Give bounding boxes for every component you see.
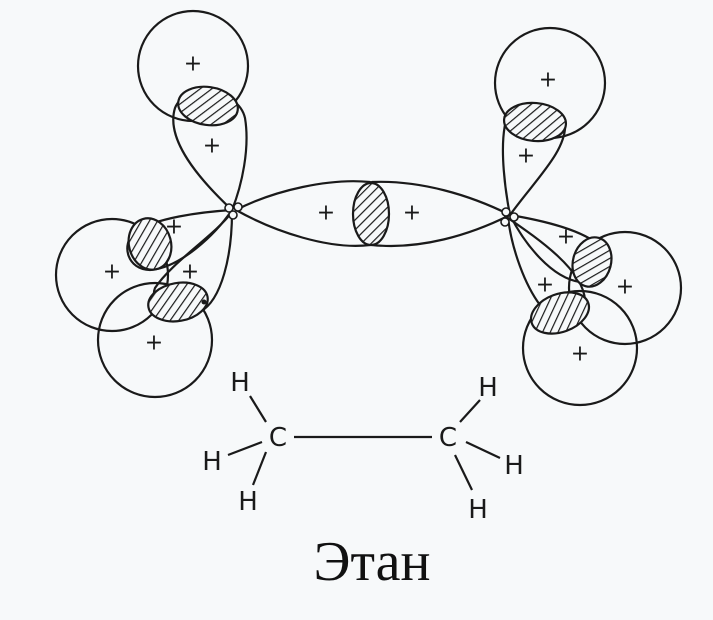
carbon-nucleus-right bbox=[500, 207, 519, 227]
bond-c-h bbox=[465, 441, 501, 459]
overlap-left-bottom bbox=[147, 281, 209, 323]
atom-hydrogen: H bbox=[230, 368, 250, 398]
overlap-left-middle bbox=[127, 217, 173, 271]
h-orbital-right-bottom bbox=[521, 289, 639, 407]
bond-c-h bbox=[459, 399, 481, 423]
atom-hydrogen: H bbox=[202, 447, 222, 477]
overlap-right-middle bbox=[571, 236, 613, 288]
nucleus-dot bbox=[201, 299, 207, 305]
overlap-right-bottom bbox=[529, 291, 591, 335]
bond-c-h bbox=[454, 454, 473, 491]
diagram-caption: Этан bbox=[314, 531, 431, 593]
atom-carbon-right: C bbox=[439, 423, 457, 453]
sign-plus: + bbox=[557, 225, 575, 250]
overlap-left-top bbox=[177, 85, 239, 127]
overlap-right-top bbox=[502, 101, 568, 143]
sign-plus: + bbox=[571, 342, 589, 367]
atom-hydrogen: H bbox=[504, 451, 524, 481]
sign-plus: + bbox=[181, 260, 199, 285]
bond-c-h bbox=[227, 440, 263, 457]
bond-c-h bbox=[251, 451, 268, 486]
sign-plus: + bbox=[317, 201, 335, 226]
sign-plus: + bbox=[616, 275, 634, 300]
c1-lobe-left bbox=[126, 208, 234, 272]
atom-carbon-left: C bbox=[269, 423, 287, 453]
sign-plus: + bbox=[203, 134, 221, 159]
h-orbital-left-middle bbox=[54, 217, 170, 333]
overlap-cc bbox=[351, 181, 391, 247]
sign-plus: + bbox=[403, 201, 421, 226]
sign-plus: + bbox=[539, 68, 557, 93]
sign-plus: + bbox=[184, 52, 202, 77]
sign-plus: + bbox=[103, 260, 121, 285]
atom-hydrogen: H bbox=[478, 373, 498, 403]
h-orbital-right-middle bbox=[567, 230, 683, 346]
carbon-nucleus-left bbox=[224, 202, 243, 220]
atom-hydrogen: H bbox=[468, 495, 488, 525]
structural-formula: C C H H H H H H bbox=[202, 368, 524, 525]
bond-c-h bbox=[249, 395, 267, 423]
atom-hydrogen: H bbox=[238, 487, 258, 517]
h-orbital-left-bottom bbox=[96, 281, 214, 399]
sign-plus: + bbox=[165, 215, 183, 240]
sign-plus: + bbox=[536, 273, 554, 298]
sign-plus: + bbox=[145, 331, 163, 356]
sign-plus: + bbox=[517, 144, 535, 169]
